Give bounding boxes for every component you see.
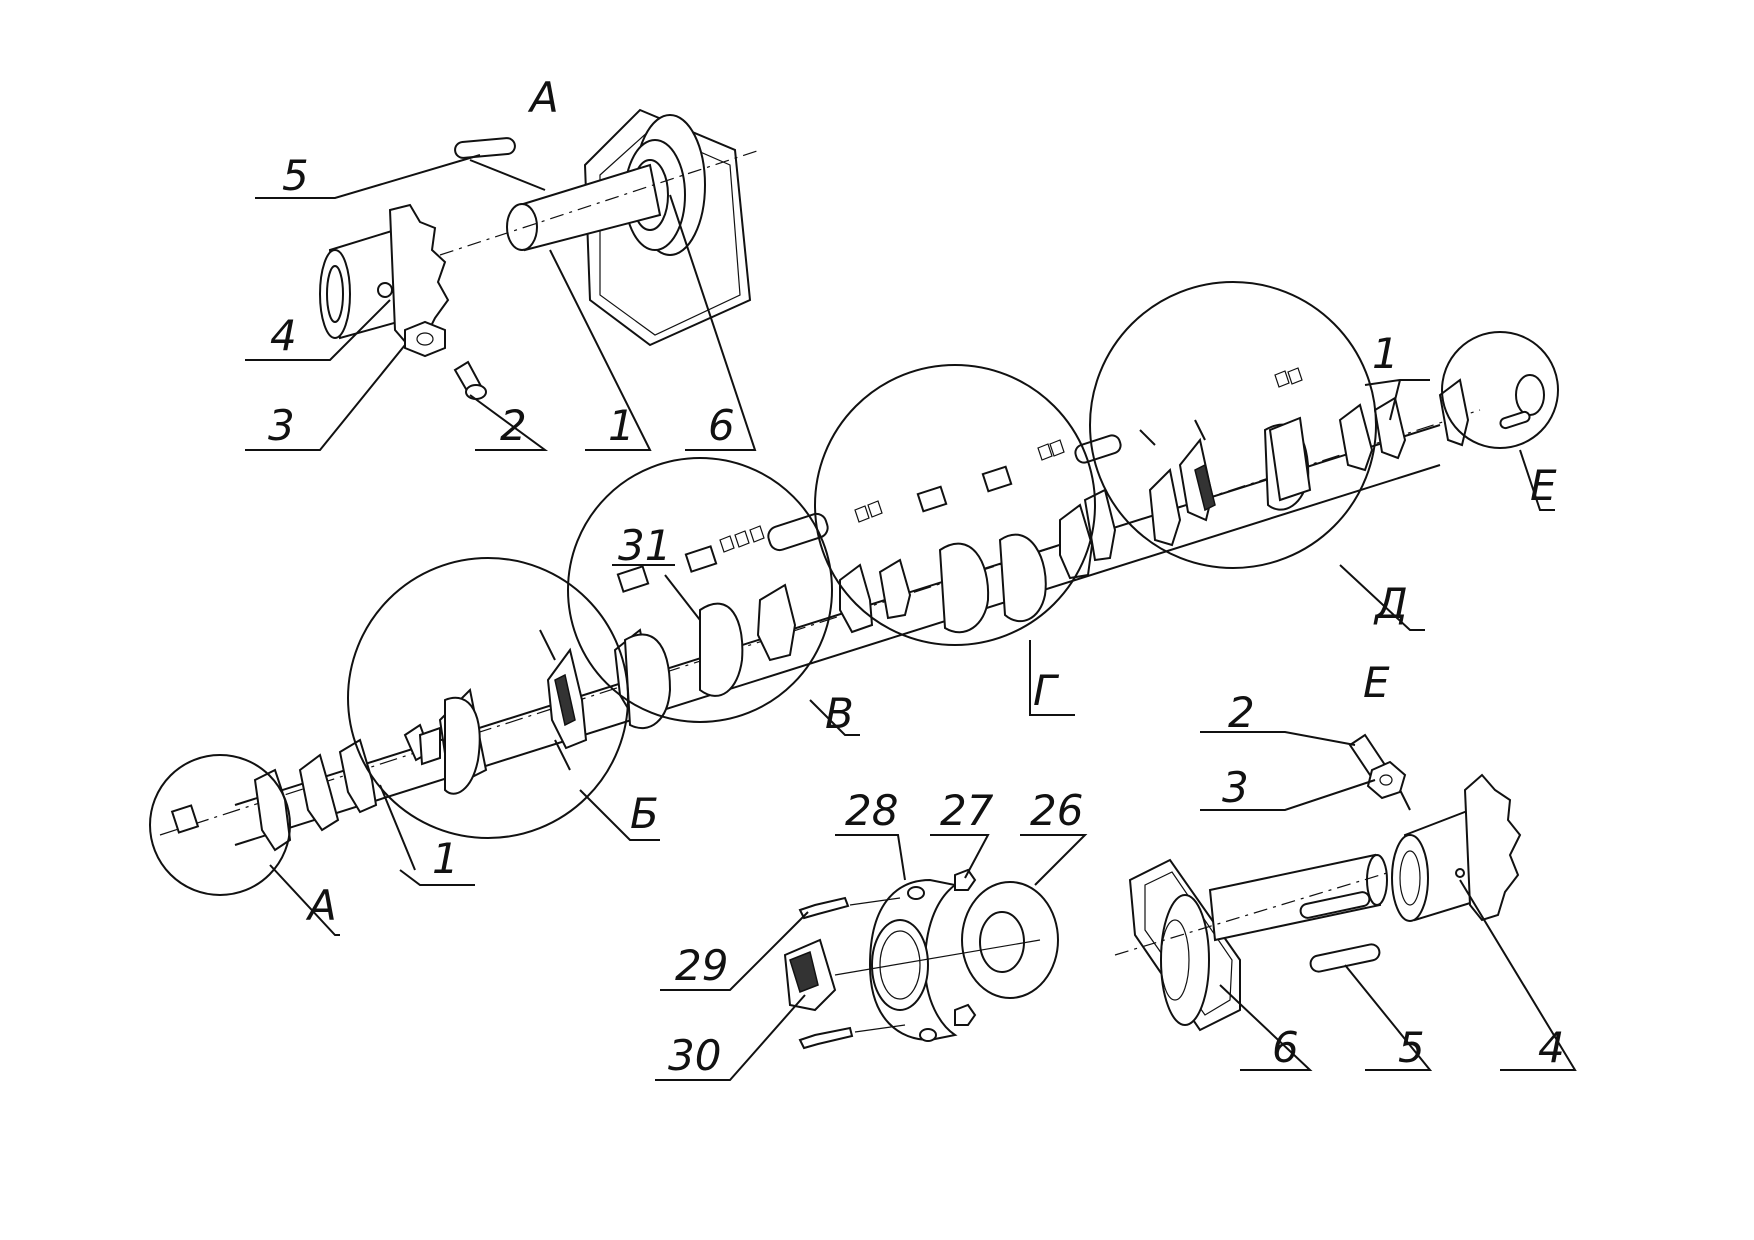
- callout-a-4: 4: [270, 311, 297, 360]
- callout-29: 29: [675, 941, 728, 990]
- callout-shaft-1-left: 1: [432, 834, 459, 883]
- zone-label-v: В: [825, 689, 854, 738]
- zone-label-e: Е: [1530, 461, 1557, 510]
- callout-a-6: 6: [708, 401, 735, 450]
- callout-30: 30: [668, 1031, 721, 1080]
- zone-label-g: Г: [1033, 666, 1060, 715]
- callout-26: 26: [1030, 786, 1083, 835]
- callout-a-5: 5: [282, 151, 309, 200]
- detail-view-e: [1114, 731, 1577, 1071]
- callout-e-2: 2: [1228, 688, 1255, 737]
- main-shaft-assembly: [149, 281, 1559, 936]
- view-a-title: А: [527, 73, 559, 122]
- callout-e-3: 3: [1222, 763, 1249, 812]
- zone-label-d: Д: [1373, 579, 1408, 628]
- callout-e-5: 5: [1398, 1023, 1425, 1072]
- callout-e-4: 4: [1538, 1023, 1565, 1072]
- zone-label-b: Б: [630, 789, 659, 838]
- callout-e-6: 6: [1272, 1023, 1299, 1072]
- zone-label-a: А: [305, 881, 337, 930]
- bearing-group: [655, 834, 1088, 1081]
- callout-shaft-1-right: 1: [1372, 329, 1399, 378]
- view-e-title: Е: [1363, 658, 1390, 707]
- callout-31: 31: [618, 521, 671, 570]
- callout-28: 28: [845, 786, 898, 835]
- detail-view-a: [245, 108, 761, 451]
- callout-a-2: 2: [500, 401, 527, 450]
- callout-a-1: 1: [608, 401, 635, 450]
- callout-a-3: 3: [268, 401, 295, 450]
- callout-27: 27: [940, 786, 994, 835]
